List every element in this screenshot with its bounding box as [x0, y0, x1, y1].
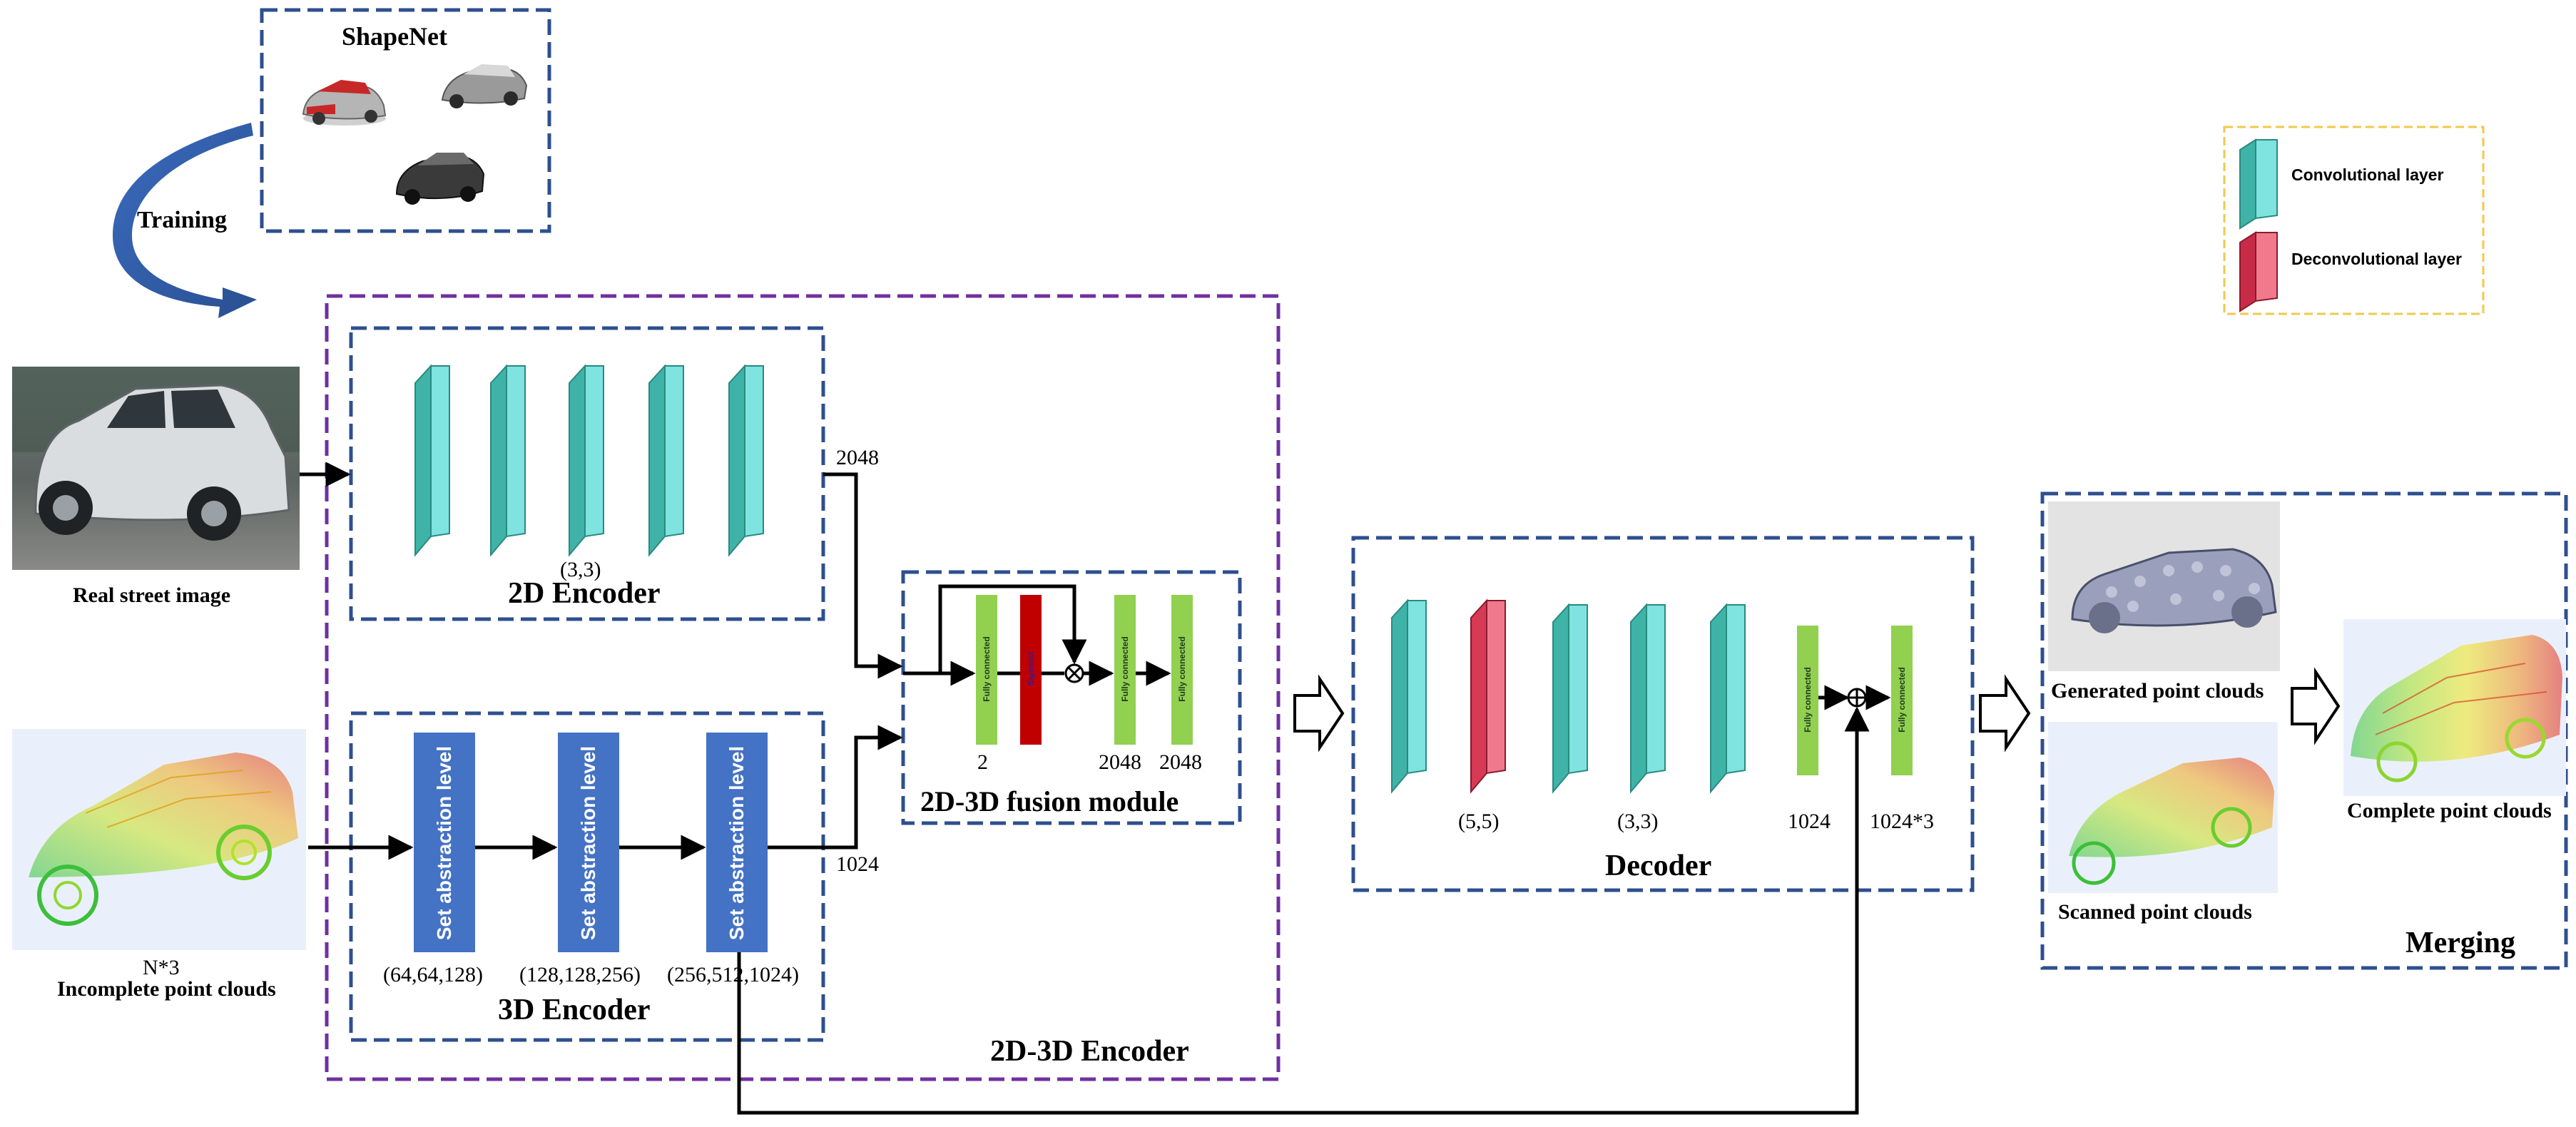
enc2d-conv-layer-2	[490, 364, 526, 557]
encoder-group-title: 2D-3D Encoder	[990, 1035, 1189, 1068]
block-arrow-merge-to-complete	[2291, 667, 2341, 745]
fusion-dim-1: 2	[977, 750, 988, 774]
fusion-fc-label-3: Fully connected	[1177, 636, 1187, 702]
enc2d-conv-layer-1	[414, 364, 450, 557]
fusion-title: 2D-3D fusion module	[920, 785, 1179, 817]
shapenet-car-silver	[441, 64, 528, 108]
decoder-fc-2	[1891, 626, 1913, 775]
fusion-fc-1	[976, 595, 997, 745]
complete-label: Complete point clouds	[2347, 799, 2552, 822]
shapenet-title: ShapeNet	[342, 22, 448, 51]
sa-label-1: Set abstraction level	[433, 745, 455, 941]
enc2d-out-dim: 2048	[836, 446, 879, 469]
decoder-conv-layer-1	[1391, 598, 1427, 794]
sa-block-2	[558, 733, 619, 952]
legend-conv-swatch	[2239, 138, 2278, 230]
block-arrow-decoder-to-merging	[1979, 674, 2031, 753]
legend-deconv-label: Deconvolutional layer	[2291, 250, 2463, 268]
arrow-3d-to-fusion	[768, 725, 903, 850]
fusion-multiply-op	[1064, 663, 1084, 683]
decoder-fc-label-1: Fully connected	[1803, 667, 1813, 733]
sa-level-2: (128,128,256)	[519, 963, 641, 986]
complete-point-cloud	[2343, 619, 2566, 796]
training-arrow	[113, 123, 257, 318]
enc2d-conv-layer-4	[648, 364, 684, 557]
block-arrow-fusion-to-decoder	[1293, 674, 1345, 753]
enc2d-title: 2D Encoder	[508, 577, 661, 610]
generated-point-cloud	[2048, 501, 2280, 671]
legend-deconv-swatch	[2239, 231, 2278, 312]
legend-box	[2223, 126, 2485, 315]
legend-conv-label: Convolutional layer	[2291, 165, 2444, 184]
decoder-fc-label-2: Fully connected	[1897, 667, 1907, 733]
decoder-add-op	[1847, 688, 1867, 708]
decoder-deconv-layer	[1470, 598, 1506, 794]
fusion-fc-label-1: Fully connected	[982, 636, 992, 702]
sa-label-2: Set abstraction level	[577, 745, 599, 941]
fusion-dim-3: 2048	[1159, 750, 1202, 774]
fusion-module-box	[901, 570, 1242, 825]
fusion-fc-3	[1171, 595, 1193, 745]
shapenet-car-black	[395, 153, 485, 205]
fusion-dim-2: 2048	[1099, 750, 1141, 774]
fusion-fc-2	[1114, 595, 1136, 745]
decoder-fc-1	[1797, 626, 1818, 775]
sa-label-3: Set abstraction level	[726, 745, 748, 941]
decoder-box	[1351, 536, 1975, 892]
incomplete-dim-label: N*3	[143, 956, 180, 979]
incomplete-label: Incomplete point clouds	[57, 977, 276, 1001]
decoder-label-4: 1024*3	[1870, 810, 1934, 833]
arrow-skip-bottom	[737, 706, 1870, 1115]
enc3d-title: 3D Encoder	[498, 994, 651, 1026]
sa-block-3	[706, 733, 768, 952]
fusion-fc-label-2: Fully connected	[1120, 636, 1130, 702]
decoder-conv-layer-4	[1710, 603, 1746, 794]
decoder-conv-layer-3	[1630, 603, 1666, 794]
fusion-sigmoid-label: Sigmoid	[1026, 652, 1036, 686]
decoder-label-1: (5,5)	[1458, 810, 1500, 833]
training-label: Training	[137, 207, 227, 233]
real-street-image	[12, 367, 300, 570]
shapenet-box	[260, 8, 551, 233]
arrow-fusion-skip	[938, 584, 1087, 673]
scanned-label: Scanned point clouds	[2058, 900, 2252, 924]
real-image-label: Real street image	[73, 583, 231, 607]
sa-level-1: (64,64,128)	[383, 963, 483, 986]
decoder-conv-layer-2	[1552, 603, 1588, 794]
sa-block-1	[414, 733, 475, 952]
incomplete-point-cloud	[12, 729, 306, 950]
enc3d-out-dim: 1024	[836, 852, 879, 876]
enc2d-conv-layer-5	[728, 364, 764, 557]
connectors	[300, 461, 1891, 1115]
enc2d-conv-layer-3	[569, 364, 604, 557]
shapenet-car-red	[302, 80, 387, 126]
encoder-3d-box	[349, 711, 825, 1042]
sa-level-3: (256,512,1024)	[667, 963, 799, 986]
fusion-sigmoid	[1020, 595, 1042, 745]
generated-label: Generated point clouds	[2051, 679, 2264, 703]
enc2d-kernel-label: (3,3)	[560, 558, 601, 581]
scanned-point-cloud	[2048, 722, 2278, 893]
merging-title: Merging	[2406, 927, 2515, 959]
decoder-label-2: (3,3)	[1617, 810, 1659, 833]
arrow-2d-to-fusion	[823, 472, 903, 679]
decoder-label-3: 1024	[1788, 810, 1831, 833]
decoder-title: Decoder	[1605, 850, 1712, 882]
